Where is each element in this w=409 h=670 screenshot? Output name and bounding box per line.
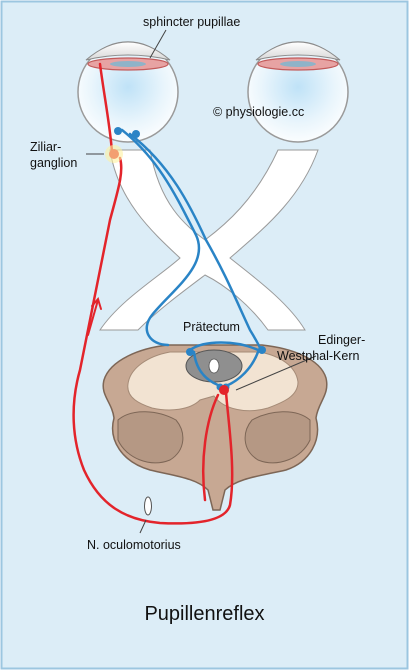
- label-sphincter-pupillae: sphincter pupillae: [143, 14, 240, 30]
- right-pupil: [280, 61, 316, 67]
- retina-terminal-1: [114, 127, 122, 135]
- aqueduct: [209, 359, 219, 373]
- label-edinger-line1: Edinger-: [318, 332, 365, 348]
- left-pupil: [110, 61, 146, 67]
- label-praetectum: Prätectum: [183, 319, 240, 335]
- praetectum-terminal-left: [186, 348, 194, 356]
- left-eye: [78, 42, 178, 142]
- label-oculomotorius: N. oculomotorius: [87, 537, 181, 553]
- praetectum-terminal-right: [258, 346, 266, 354]
- ew-cell: [219, 385, 229, 395]
- label-ziliar-line1: Ziliar-: [30, 139, 61, 155]
- right-eye: [248, 42, 348, 142]
- diagram-title: Pupillenreflex: [0, 602, 409, 626]
- label-ziliar-line2: ganglion: [30, 155, 77, 171]
- oculomotor-marker: [145, 497, 152, 515]
- retina-terminal-2: [132, 130, 140, 138]
- label-edinger-line2: Westphal-Kern: [277, 348, 359, 364]
- ziliarganglion-glow: [105, 145, 123, 163]
- copyright-text: © physiologie.cc: [213, 104, 304, 120]
